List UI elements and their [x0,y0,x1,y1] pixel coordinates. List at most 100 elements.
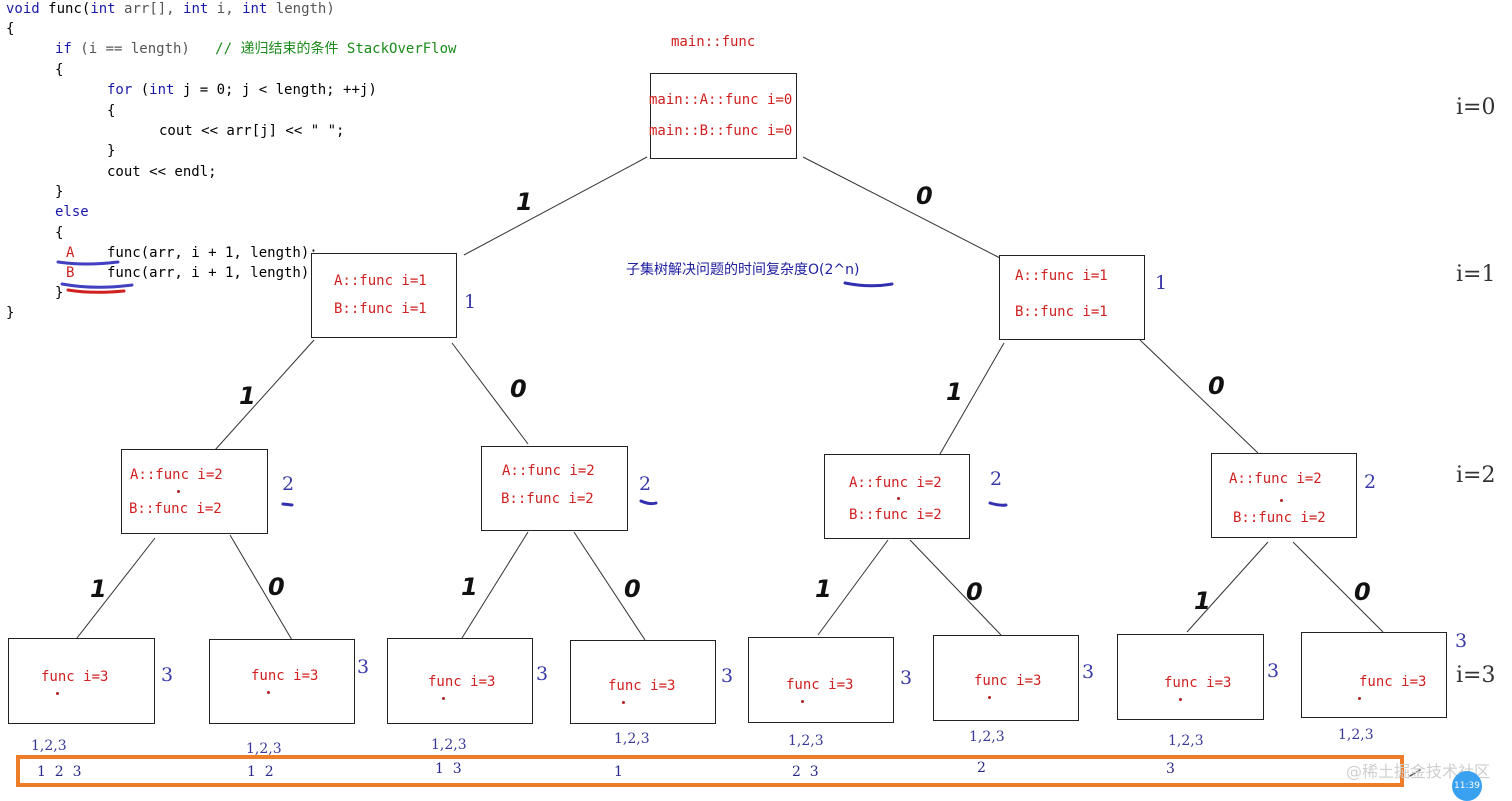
leaf-4-number: 3 [721,665,734,687]
code-brace: } [55,184,64,200]
leaf-6-number: 3 [1082,661,1095,683]
edge-label: 0 [916,182,933,210]
code-line-for: for (int j = 0; j < length; ++j) [107,82,377,98]
code-brace: } [55,285,64,301]
leaf-label: func i=3 [41,669,109,685]
node-a-label: A::func i=2 [502,463,595,479]
leaf-3-number: 3 [536,663,549,685]
level1-node-left: A::func i=1 B::func i=1 [311,253,457,338]
root-node-a-label: main::A::func i=0 [649,92,793,108]
edge-label: 0 [510,375,527,403]
edge-label: 1 [461,573,478,601]
code-brace: { [6,21,15,37]
code-line-else: else [55,204,89,220]
code-brace: { [55,62,64,78]
leaf-array-label: 1,2,3 [1168,733,1204,749]
code-line-call-b: func(arr, i + 1, length); [107,265,318,281]
subset-output-highlight [16,755,1404,787]
edge-label: 1 [1194,587,1211,615]
level2-node-1: A::func i=2 B::func i=2 [121,449,268,534]
node-b-label: B::func i=2 [501,491,594,507]
edge-label: 0 [966,578,983,606]
level-label-i2: i=2 [1456,463,1496,488]
code-line-cout: cout << arr[j] << " "; [159,123,345,139]
leaf-label: func i=3 [1164,675,1232,691]
edge-label: 0 [1208,372,1225,400]
code-line-call-a: func(arr, i + 1, length); [107,245,318,261]
leaf-node-1: func i=3 [8,638,155,724]
code-label-b: B [66,265,75,281]
complexity-note: 子集树解决问题的时间复杂度O(2^n) [626,262,860,278]
level1-node-right: A::func i=1 B::func i=1 [999,255,1145,340]
level2-3-number: 2 [990,468,1003,490]
node-b-label: B::func i=1 [334,301,427,317]
code-brace: } [6,305,15,321]
level2-2-number: 2 [639,473,652,495]
node-b-label: B::func i=1 [1015,304,1108,320]
time-badge[interactable]: 11:39 [1452,771,1482,801]
subset-output: 1 [614,764,623,780]
level-label-i1: i=1 [1456,262,1496,287]
edge-label: 1 [815,575,832,603]
leaf-label: func i=3 [251,668,319,684]
level-label-i3: i=3 [1456,663,1496,688]
leaf-node-8: func i=3 [1301,632,1447,718]
level1-right-number: 1 [1155,272,1168,294]
leaf-label: func i=3 [974,673,1042,689]
level1-left-number: 1 [464,291,477,313]
level2-node-3: A::func i=2 B::func i=2 [824,454,970,539]
leaf-node-5: func i=3 [748,637,894,723]
leaf-array-label: 1,2,3 [246,741,282,757]
leaf-array-label: 1,2,3 [969,729,1005,745]
edge-label: 1 [946,378,963,406]
leaf-array-label: 1,2,3 [1338,727,1374,743]
level2-node-4: A::func i=2 B::func i=2 [1211,453,1357,538]
leaf-node-6: func i=3 [933,635,1079,721]
code-brace: { [55,225,64,241]
leaf-2-number: 3 [357,656,370,678]
node-a-label: A::func i=2 [849,475,942,491]
leaf-label: func i=3 [786,677,854,693]
subset-output: 2 3 [792,764,819,780]
node-b-label: B::func i=2 [129,501,222,517]
node-b-label: B::func i=2 [849,507,942,523]
code-line-signature: void func(int arr[], int i, int length) [6,1,335,17]
node-b-label: B::func i=2 [1233,510,1326,526]
subset-output: 2 [977,760,986,776]
leaf-node-2: func i=3 [209,639,355,724]
leaf-node-4: func i=3 [570,640,716,724]
node-a-label: A::func i=2 [130,467,223,483]
main-func-title: main::func [671,34,756,50]
extra-three-number: 3 [1455,630,1468,652]
level2-1-number: 2 [282,473,295,495]
subset-output: 1 2 3 [37,764,82,780]
level2-node-2: A::func i=2 B::func i=2 [481,446,628,531]
level2-4-number: 2 [1364,471,1377,493]
leaf-label: func i=3 [608,678,676,694]
edge-label: 0 [1354,578,1371,606]
edge-label: 0 [268,573,285,601]
leaf-array-label: 1,2,3 [614,731,650,747]
leaf-7-number: 3 [1267,660,1280,682]
subset-output: 1 3 [435,761,462,777]
subset-output: 1 2 [247,764,274,780]
node-a-label: A::func i=1 [1015,268,1108,284]
code-line-if: if (i == length) // 递归结束的条件 StackOverFlo… [55,41,457,57]
edge-label: 1 [516,188,533,216]
root-node: main::A::func i=0 main::B::func i=0 [649,73,797,159]
leaf-array-label: 1,2,3 [31,738,67,754]
edge-label: 1 [239,382,256,410]
leaf-label: func i=3 [428,674,496,690]
node-a-label: A::func i=2 [1229,471,1322,487]
code-brace: } [107,143,116,159]
subset-output: 3 [1166,761,1175,777]
leaf-node-3: func i=3 [387,638,533,724]
code-brace: { [107,103,116,119]
leaf-array-label: 1,2,3 [788,733,824,749]
node-a-label: A::func i=1 [334,273,427,289]
leaf-5-number: 3 [900,667,913,689]
leaf-node-7: func i=3 [1117,634,1264,720]
code-line-endl: cout << endl; [107,164,217,180]
root-node-b-label: main::B::func i=0 [649,123,793,139]
